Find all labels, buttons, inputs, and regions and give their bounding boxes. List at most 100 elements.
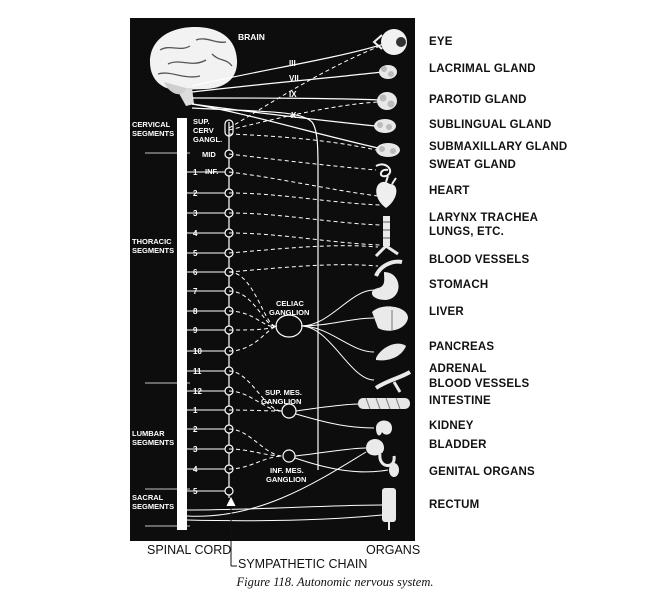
stomach-icon — [371, 272, 399, 300]
organ-label-lacrimal-gland: LACRIMAL GLAND — [429, 63, 536, 75]
adrenal-icon — [374, 370, 412, 393]
vessel-icon — [374, 259, 403, 277]
mid-cerv-ganglion-label: MID — [202, 150, 216, 159]
brain-label: BRAIN — [238, 32, 265, 42]
sacral-segments-label-line2: SEGMENTS — [132, 502, 174, 511]
bladder-icon — [366, 439, 384, 456]
inf-mes-ganglion-label-line2: GANGLION — [266, 475, 306, 484]
thoracic-segments-label-line1: THORACIC — [132, 237, 172, 246]
sup-mes-ganglion-label-line2: GANGLION — [261, 397, 301, 406]
nerve-fiber-path — [228, 245, 379, 254]
nerve-fiber-path — [300, 289, 375, 327]
nerve-fiber-path — [228, 133, 377, 151]
nerve-fiber-path — [228, 370, 283, 412]
cranial-nerve-paths — [191, 43, 385, 470]
eye-icon — [372, 29, 407, 55]
nerve-fiber-path — [300, 317, 375, 327]
cervical-segments-label-line2: SEGMENTS — [132, 129, 174, 138]
cranial-nerve-label-x: X — [291, 111, 297, 120]
organ-label-parotid-gland: PAROTID GLAND — [429, 94, 527, 106]
sublingual-gland-icon — [374, 119, 396, 133]
sympathetic-chain — [224, 119, 234, 498]
cranial-nerve-label-iii: III — [289, 59, 296, 68]
nerve-fiber-path — [295, 403, 361, 412]
organ-label-rectum: RECTUM — [429, 499, 480, 511]
nerve-fiber-path — [228, 192, 381, 206]
diagram-panel — [130, 18, 415, 541]
organ-label-bladder: BLADDER — [429, 439, 487, 451]
nerve-fiber-path — [228, 212, 381, 226]
nerve-fiber-path — [228, 271, 278, 327]
kidney-icon — [376, 420, 392, 436]
pancreas-icon — [376, 343, 406, 361]
genital-organs-icon — [378, 453, 399, 477]
nerve-fiber-path — [228, 264, 379, 273]
nerve-fiber-path — [300, 325, 375, 353]
nerve-fiber-path — [228, 455, 284, 470]
organ-label-adrenal-blood-vessels: BLOOD VESSELS — [429, 378, 530, 390]
sympathetic-chain-leader — [226, 496, 237, 567]
submaxillary-gland-icon — [376, 143, 400, 157]
organ-label-sublingual-gland: SUBLINGUAL GLAND — [429, 119, 552, 131]
organ-label-stomach: STOMACH — [429, 279, 489, 291]
sympathetic-chain-label: SYMPATHETIC CHAIN — [238, 557, 368, 571]
organ-label-lungs: LUNGS, ETC. — [429, 226, 505, 238]
thoracic-segments-label-line2: SEGMENTS — [132, 246, 174, 255]
organ-label-blood-vessels: BLOOD VESSELS — [429, 254, 530, 266]
celiac-ganglion-label-line2: GANGLION — [269, 308, 309, 317]
parotid-gland-icon — [377, 92, 397, 110]
nerve-fiber-path — [186, 451, 367, 517]
figure-caption: Figure 118. Autonomic nervous system. — [236, 575, 434, 589]
organ-label-adrenal: ADRENAL — [429, 363, 487, 375]
organ-label-larynx-trachea: LARYNX TRACHEA — [429, 212, 539, 224]
nerve-fiber-path — [228, 153, 377, 171]
organ-label-kidney: KIDNEY — [429, 420, 474, 432]
inf-mes-ganglion-label-line1: INF. MES. — [270, 466, 304, 475]
organ-label-genital-organs: GENITAL ORGANS — [429, 466, 535, 478]
organ-label-liver: LIVER — [429, 306, 464, 318]
nerve-fiber-path — [294, 447, 367, 457]
spinal-cord-bar — [177, 118, 187, 530]
cervical-segments-label-line1: CERVICAL — [132, 120, 171, 129]
organ-label-pancreas: PANCREAS — [429, 341, 495, 353]
organ-label-eye: EYE — [429, 36, 453, 48]
organ-label-heart: HEART — [429, 185, 470, 197]
cranial-nerve-label-vii: VII — [289, 74, 299, 83]
nerve-fiber-path — [228, 171, 379, 197]
sup-cerv-ganglion-label-line3: GANGL. — [193, 135, 222, 144]
organ-label-submaxillary-gland: SUBMAXILLARY GLAND — [429, 141, 568, 153]
nerve-fiber-path — [186, 504, 383, 511]
organ-label-sweat-gland: SWEAT GLAND — [429, 159, 516, 171]
organs-label: ORGANS — [366, 543, 421, 557]
nerve-fiber-path — [228, 409, 283, 412]
sacral-segments-label-line1: SACRAL — [132, 493, 164, 502]
sup-cerv-ganglion-node — [224, 119, 234, 137]
sweat-gland-icon — [375, 163, 392, 178]
nerve-fiber-path — [228, 325, 278, 352]
nerve-fiber-path — [186, 514, 383, 522]
nerve-fiber-path — [228, 290, 278, 327]
nerve-fiber-path — [228, 390, 283, 412]
nerve-fiber-path — [228, 45, 381, 129]
celiac-ganglion-label-line1: CELIAC — [276, 299, 305, 308]
nerve-fiber-path — [300, 325, 375, 381]
nerve-fiber-path — [228, 101, 379, 131]
lacrimal-gland-icon — [379, 65, 397, 79]
lumbar-segments-label-line1: LUMBAR — [132, 429, 165, 438]
nerve-fibers — [186, 45, 389, 522]
sup-cerv-ganglion-label-line1: SUP. — [193, 117, 210, 126]
chain-ganglion-node — [224, 486, 234, 496]
trachea-icon — [374, 216, 399, 258]
organ-label-intestine: INTESTINE — [429, 395, 491, 407]
heart-icon — [376, 175, 397, 208]
nerve-fiber-path — [228, 232, 381, 246]
spinal-cord-label: SPINAL CORD — [147, 543, 232, 557]
lumbar-segments-label-line2: SEGMENTS — [132, 438, 174, 447]
intestine-icon — [358, 397, 410, 410]
nerve-fiber-path — [295, 413, 375, 429]
rectum-icon — [382, 488, 396, 530]
cranial-nerve-label-ix: IX — [289, 90, 297, 99]
sup-cerv-ganglion-label-line2: CERV — [193, 126, 214, 135]
segment-divider-lines — [145, 152, 190, 527]
